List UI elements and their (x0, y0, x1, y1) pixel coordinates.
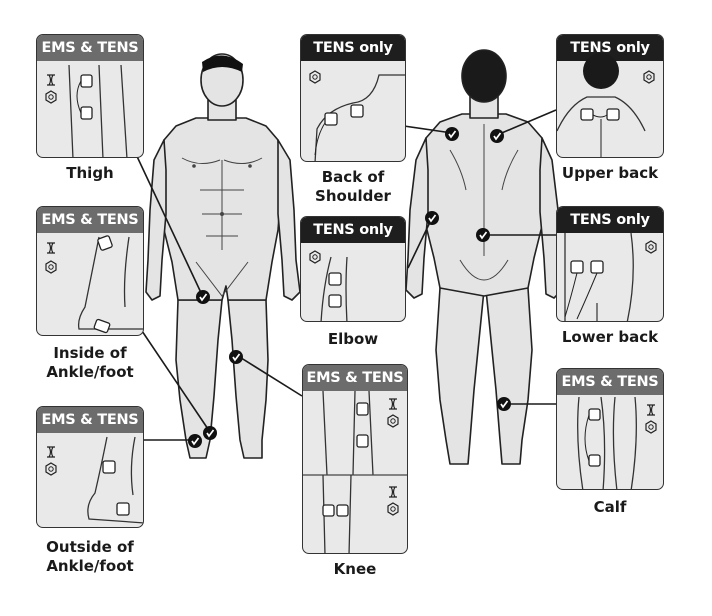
badge-ems-tens: EMS & TENS (557, 369, 663, 395)
label-elbow: Elbow (327, 330, 379, 348)
badge-tens-only: TENS only (557, 207, 663, 233)
muscle-icon (389, 486, 397, 498)
card-knee: EMS & TENS (302, 364, 408, 554)
marker-thigh-check-icon (196, 290, 210, 304)
label-lower-back: Lower back (561, 328, 659, 346)
label-thigh: Thigh (66, 164, 114, 182)
label-outside-ankle-1: Outside of (46, 538, 134, 556)
nerve-icon (45, 462, 57, 476)
label-outside-ankle-2: Ankle/foot (46, 557, 134, 575)
marker-upper-back-check-icon (490, 129, 504, 143)
card-elbow: TENS only (300, 216, 406, 322)
badge-ems-tens: EMS & TENS (37, 35, 143, 61)
badge-ems-tens: EMS & TENS (303, 365, 407, 391)
label-upper-back: Upper back (561, 164, 659, 182)
label-back-shoulder-1: Back of (321, 168, 385, 186)
card-back-shoulder: TENS only (300, 34, 406, 162)
marker-lower-back-check-icon (476, 228, 490, 242)
marker-calf-check-icon (497, 397, 511, 411)
marker-elbow-check-icon (425, 211, 439, 225)
nerve-icon (387, 414, 399, 428)
badge-ems-tens: EMS & TENS (37, 207, 143, 233)
muscle-icon (389, 398, 397, 410)
card-thigh: EMS & TENS (36, 34, 144, 158)
label-inside-ankle-2: Ankle/foot (46, 363, 134, 381)
muscle-icon (47, 446, 55, 458)
label-back-shoulder-2: Shoulder (315, 187, 391, 205)
nerve-icon (643, 70, 655, 84)
marker-inside-ankle-check-icon (203, 426, 217, 440)
nerve-icon (309, 70, 321, 84)
badge-ems-tens: EMS & TENS (37, 407, 143, 433)
card-upper-back: TENS only (556, 34, 664, 158)
marker-knee-check-icon (229, 350, 243, 364)
label-inside-ankle-1: Inside of (53, 344, 127, 362)
card-calf: EMS & TENS (556, 368, 664, 490)
card-lower-back: TENS only (556, 206, 664, 322)
card-inside-ankle: EMS & TENS (36, 206, 144, 336)
muscle-icon (647, 404, 655, 416)
nerve-icon (645, 240, 657, 254)
muscle-icon (47, 74, 55, 86)
marker-back-shoulder-check-icon (445, 127, 459, 141)
marker-outside-ankle-check-icon (188, 434, 202, 448)
muscle-icon (47, 242, 55, 254)
badge-tens-only: TENS only (301, 35, 405, 61)
nerve-icon (387, 502, 399, 516)
nerve-icon (45, 90, 57, 104)
badge-tens-only: TENS only (301, 217, 405, 243)
card-outside-ankle: EMS & TENS (36, 406, 144, 528)
nerve-icon (309, 250, 321, 264)
nerve-icon (645, 420, 657, 434)
label-knee: Knee (333, 560, 377, 578)
nerve-icon (45, 260, 57, 274)
label-calf: Calf (593, 498, 627, 516)
